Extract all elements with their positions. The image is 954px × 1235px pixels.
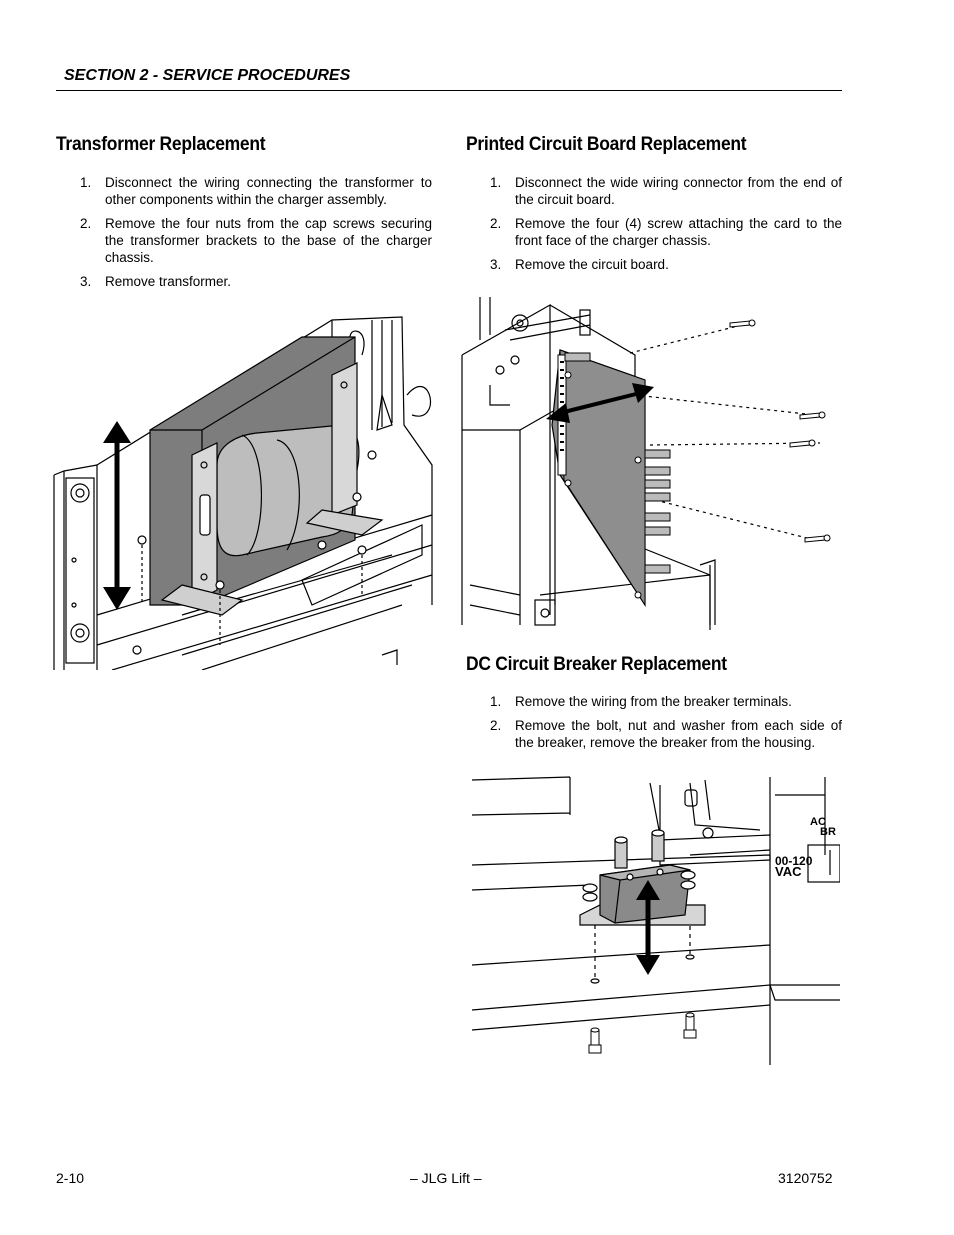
circuit-breaker (579, 829, 706, 926)
transformer-heading: Transformer Replacement (56, 134, 266, 155)
list-item: 2.Remove the four (4) screw attaching th… (490, 216, 842, 248)
list-item: 1.Remove the wiring from the breaker ter… (490, 694, 792, 709)
pcb-steps: 1.Disconnect the wide wiring connector f… (490, 174, 842, 280)
list-item: 1.Disconnect the wiring connecting the t… (80, 175, 432, 207)
list-item: 1.Disconnect the wide wiring connector f… (490, 175, 842, 207)
breaker-steps: 1.Remove the wiring from the breaker ter… (490, 693, 842, 758)
list-item: 2.Remove the four nuts from the cap scre… (80, 216, 432, 265)
br-label: BR (820, 826, 836, 838)
transformer-steps: 1.Disconnect the wiring connecting the t… (80, 174, 432, 297)
removal-arrow-icon (546, 383, 654, 423)
list-item: 3.Remove transformer. (80, 274, 232, 289)
ac-label: AC (810, 816, 826, 828)
doc-number: 3120752 (778, 1170, 833, 1186)
pcb-figure (460, 295, 845, 630)
vac-label: VAC (775, 864, 802, 879)
pcb-illustration (461, 297, 831, 630)
circuit-board (551, 349, 646, 608)
transformer-illustration (53, 316, 433, 670)
list-item: 3.Remove the circuit board. (490, 257, 669, 272)
footer-center: – JLG Lift – (410, 1170, 482, 1186)
list-item: 2.Remove the bolt, nut and washer from e… (490, 718, 842, 750)
removal-arrow-icon (636, 880, 660, 975)
breaker-illustration: AC BR 00-120 VAC (471, 776, 840, 1065)
transformer-figure (52, 315, 437, 670)
vac-range-label: 00-120 (775, 854, 813, 868)
breaker-figure: AC BR 00-120 VAC (470, 775, 840, 1065)
page-header: SECTION 2 - SERVICE PROCEDURES (56, 66, 842, 91)
pcb-heading: Printed Circuit Board Replacement (466, 134, 747, 155)
page-number: 2-10 (56, 1170, 85, 1186)
section-title: SECTION 2 - SERVICE PROCEDURES (64, 67, 351, 84)
removal-arrow-icon (103, 421, 131, 610)
breaker-heading: DC Circuit Breaker Replacement (466, 654, 727, 675)
